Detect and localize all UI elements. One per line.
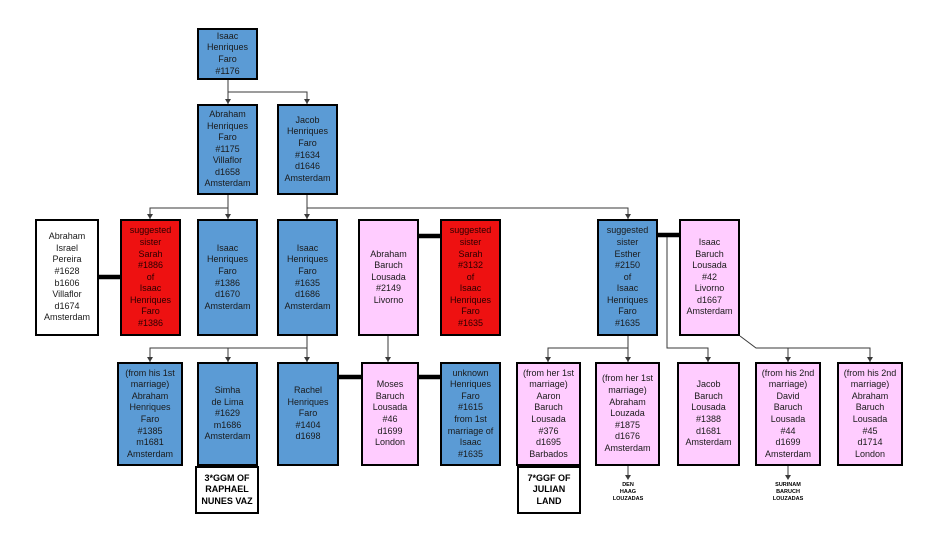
person-simha-1629-text: Simha de Lima #1629 m1686 Amsterdam [204,385,251,442]
person-sarah-3132: suggested sister Sarah #3132 of Isaac He… [440,219,501,336]
person-abraham-lousada-2149: Abraham Baruch Lousada #2149 Livorno [358,219,419,336]
person-abraham-pereira-text: Abraham Israel Pereira #1628 b1606 Villa… [43,231,90,323]
person-jacob-1634-text: Jacob Henriques Faro #1634 d1646 Amsterd… [284,114,331,183]
person-abraham-lousada-2149-text: Abraham Baruch Lousada #2149 Livorno [370,248,407,305]
person-jacob-1388-text: Jacob Baruch Lousada #1388 d1681 Amsterd… [685,379,732,448]
person-isaac-1635-text: Isaac Henriques Faro #1635 d1686 Amsterd… [284,242,331,311]
person-moses-46-text: Moses Baruch Lousada #46 d1699 London [372,379,408,448]
person-abraham-1875-text: (from her 1st marriage) Abraham Louzada … [601,373,653,453]
person-aaron-376: (from her 1st marriage) Aaron Baruch Lou… [516,362,581,466]
person-abraham-1875: (from her 1st marriage) Abraham Louzada … [595,362,660,466]
person-isaac-1176-text: Isaac Henriques Faro #1176 [206,30,249,76]
note-julian-land: 7*GGF OF JULIAN LAND [517,466,581,514]
person-abraham-pereira: Abraham Israel Pereira #1628 b1606 Villa… [35,219,99,336]
label-den-haag-louzadas: DEN HAAG LOUZADAS [612,482,644,502]
person-jacob-1634: Jacob Henriques Faro #1634 d1646 Amsterd… [277,104,338,195]
person-sarah-3132-text: suggested sister Sarah #3132 of Isaac He… [449,225,492,329]
person-simha-1629: Simha de Lima #1629 m1686 Amsterdam [197,362,258,466]
person-aaron-376-text: (from her 1st marriage) Aaron Baruch Lou… [522,367,574,459]
person-abraham-45-text: (from his 2nd marriage) Abraham Baruch L… [843,367,897,459]
person-abraham-45: (from his 2nd marriage) Abraham Baruch L… [837,362,903,466]
person-sarah-1886-text: suggested sister Sarah #1886 of Isaac He… [129,225,172,329]
person-isaac-1635: Isaac Henriques Faro #1635 d1686 Amsterd… [277,219,338,336]
person-esther-2150-text: suggested sister Esther #2150 of Isaac H… [606,225,649,329]
person-unknown-1615: unknown Henriques Faro #1615 from 1st ma… [440,362,501,466]
person-rachel-1404: Rachel Henriques Faro #1404 d1698 [277,362,339,466]
label-surinam-baruch-louzadas: SURINAM BARUCH LOUZADAS [772,482,804,502]
person-jacob-1388: Jacob Baruch Lousada #1388 d1681 Amsterd… [677,362,740,466]
person-unknown-1615-text: unknown Henriques Faro #1615 from 1st ma… [447,367,494,459]
person-moses-46: Moses Baruch Lousada #46 d1699 London [361,362,419,466]
person-esther-2150: suggested sister Esther #2150 of Isaac H… [597,219,658,336]
person-sarah-1886: suggested sister Sarah #1886 of Isaac He… [120,219,181,336]
person-isaac-1386: Isaac Henriques Faro #1386 d1670 Amsterd… [197,219,258,336]
person-rachel-1404-text: Rachel Henriques Faro #1404 d1698 [287,385,329,442]
person-abraham-1385-text: (from his 1st marriage) Abraham Henrique… [125,367,175,459]
person-abraham-1385: (from his 1st marriage) Abraham Henrique… [117,362,183,466]
person-david-44: (from his 2nd marriage) David Baruch Lou… [755,362,821,466]
person-abraham-1175: Abraham Henriques Faro #1175 Villaflor d… [197,104,258,195]
person-isaac-1176: Isaac Henriques Faro #1176 [197,28,258,80]
person-david-44-text: (from his 2nd marriage) David Baruch Lou… [761,367,815,459]
person-isaac-lousada-42: Isaac Baruch Lousada #42 Livorno d1667 A… [679,219,740,336]
person-isaac-lousada-42-text: Isaac Baruch Lousada #42 Livorno d1667 A… [686,236,733,317]
person-isaac-1386-text: Isaac Henriques Faro #1386 d1670 Amsterd… [204,242,251,311]
note-raphael-nunes-vaz: 3*GGM OF RAPHAEL NUNES VAZ [195,466,259,514]
person-abraham-1175-text: Abraham Henriques Faro #1175 Villaflor d… [204,108,251,189]
